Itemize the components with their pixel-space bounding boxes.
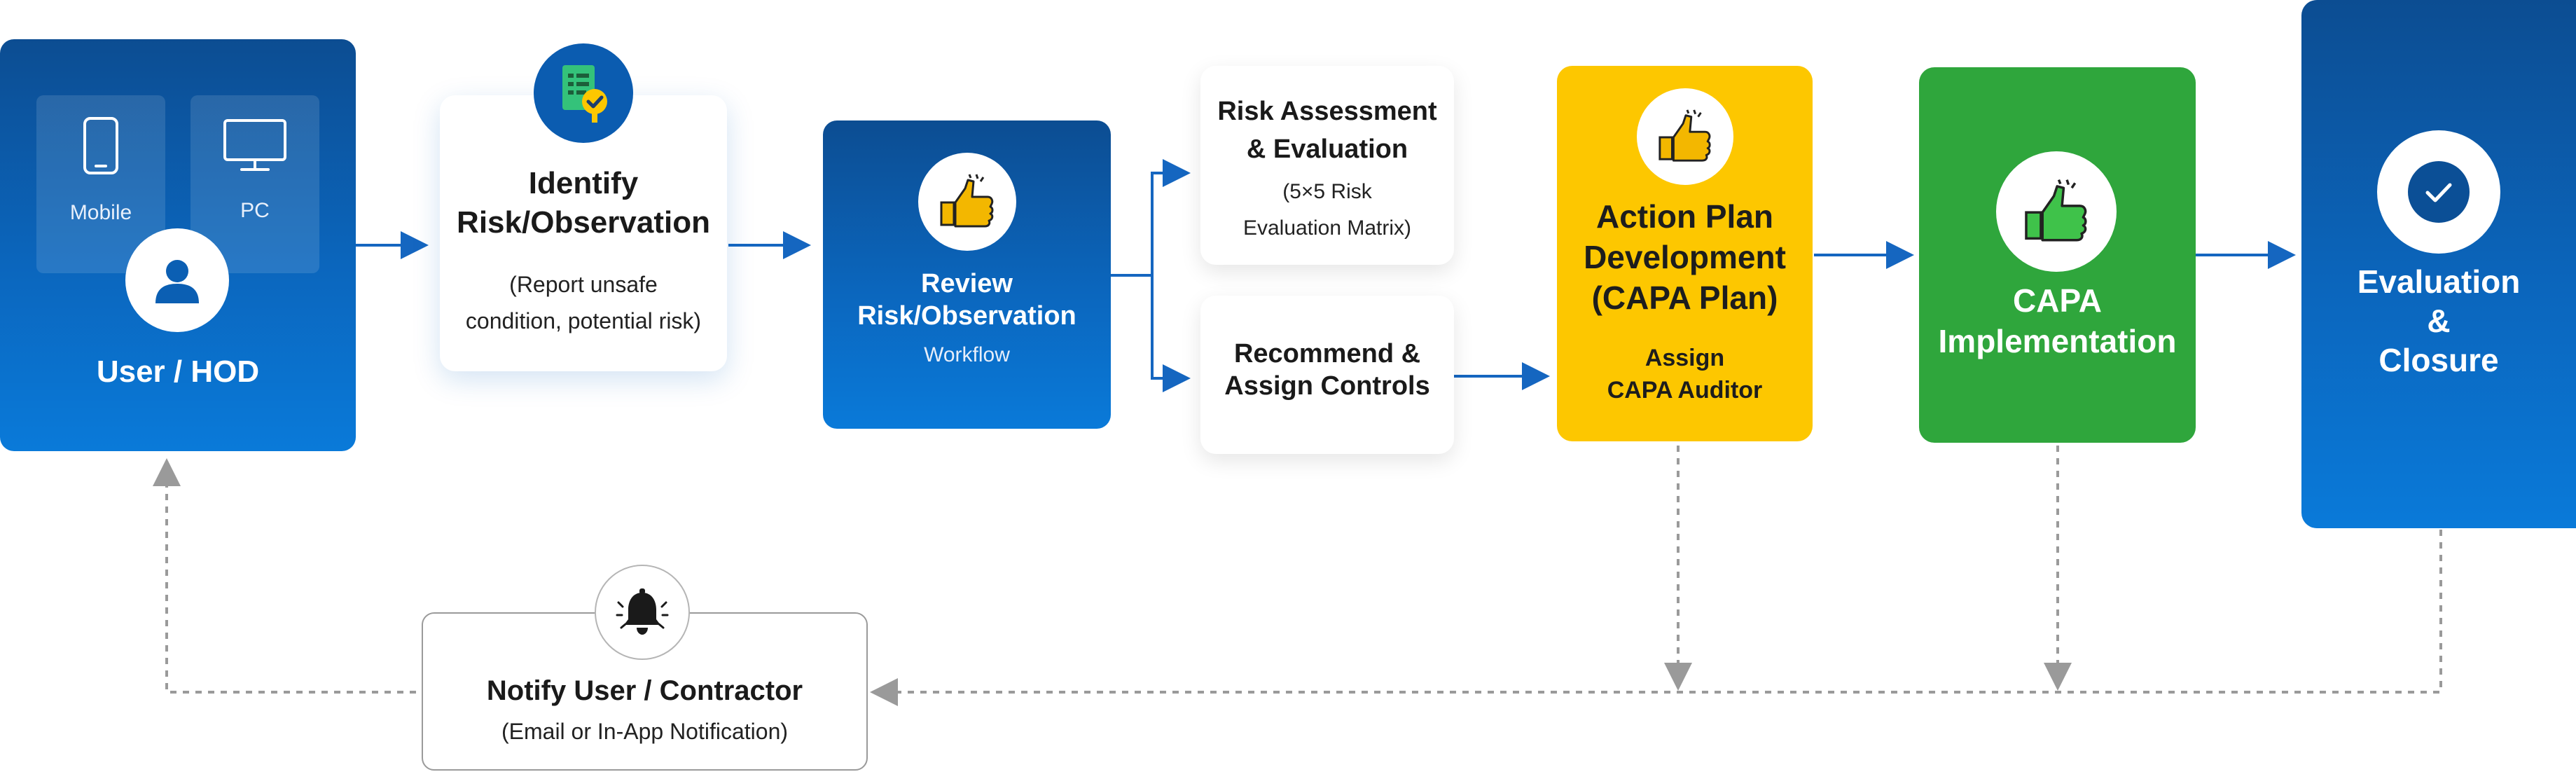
action-sub-line1: Assign	[1644, 345, 1725, 371]
action-plan-node: Action Plan Development (CAPA Plan) Assi…	[1557, 66, 1813, 441]
review-title-line2: Risk/Observation	[857, 301, 1076, 331]
arrow-review-branch-lower	[1151, 275, 1191, 392]
action-title-line3: (CAPA Plan)	[1591, 280, 1778, 316]
review-node: Review Risk/Observation Workflow	[823, 120, 1111, 429]
identify-icon-circle	[534, 43, 633, 143]
thumbs-up-icon	[1659, 109, 1711, 162]
identify-sub-line2: condition, potential risk)	[465, 308, 702, 333]
recommend-node: Recommend & Assign Controls	[1200, 296, 1454, 454]
closure-title-line1: Evaluation	[2357, 263, 2521, 300]
monitor-icon	[223, 119, 286, 171]
closure-title-line3: Closure	[2378, 342, 2499, 378]
capa-icon-circle	[1996, 151, 2117, 272]
dashed-closure-to-notify	[870, 530, 2442, 706]
recommend-title-line2: Assign Controls	[1224, 371, 1430, 401]
closure-icon-circle	[2377, 130, 2500, 254]
review-title-line1: Review	[921, 269, 1013, 298]
dashed-notify-to-user	[153, 458, 416, 694]
user-avatar-circle	[125, 228, 229, 332]
notify-title: Notify User / Contractor	[486, 675, 803, 706]
assess-title-line1: Risk Assessment	[1217, 97, 1437, 126]
identify-title-line1: Identify	[528, 166, 639, 200]
bell-icon	[616, 588, 669, 635]
mobile-phone-icon	[83, 117, 118, 174]
identify-title-line2: Risk/Observation	[457, 205, 710, 240]
closure-title-line2: &	[2427, 303, 2451, 339]
evaluation-closure-node: Evaluation & Closure	[2301, 0, 2576, 528]
identify-sub-line1: (Report unsafe	[509, 272, 658, 297]
capa-title-line1: CAPA	[2013, 282, 2102, 319]
document-checkmark-icon	[562, 65, 607, 123]
notify-sub: (Email or In-App Notification)	[501, 719, 789, 744]
user-icon	[155, 260, 199, 303]
assess-sub-line2: Evaluation Matrix)	[1242, 216, 1412, 240]
review-icon-circle	[918, 153, 1016, 251]
action-sub-line2: CAPA Auditor	[1607, 377, 1763, 404]
notify-icon-circle	[595, 565, 690, 660]
risk-assessment-node: Risk Assessment & Evaluation (5×5 Risk E…	[1200, 66, 1454, 265]
action-title-line2: Development	[1584, 239, 1786, 275]
assess-sub-line1: (5×5 Risk	[1282, 180, 1372, 203]
checkmark-circle-icon	[2408, 161, 2470, 223]
thumbs-up-icon	[2025, 179, 2087, 242]
arrow-review-branch	[1111, 159, 1191, 277]
capa-implementation-node: CAPA Implementation	[1919, 67, 2196, 443]
thumbs-up-icon	[940, 174, 994, 228]
action-icon-circle	[1637, 88, 1733, 185]
capa-title-line2: Implementation	[1938, 323, 2177, 359]
device-pc-label: PC	[240, 199, 270, 222]
review-sub: Workflow	[924, 343, 1010, 366]
device-mobile-label: Mobile	[69, 201, 132, 224]
action-title-line1: Action Plan	[1595, 198, 1774, 235]
recommend-title-line1: Recommend &	[1233, 339, 1421, 368]
user-hod-node: Mobile PC User / HOD	[0, 39, 356, 451]
assess-title-line2: & Evaluation	[1246, 135, 1408, 164]
user-hod-title: User / HOD	[96, 354, 260, 389]
